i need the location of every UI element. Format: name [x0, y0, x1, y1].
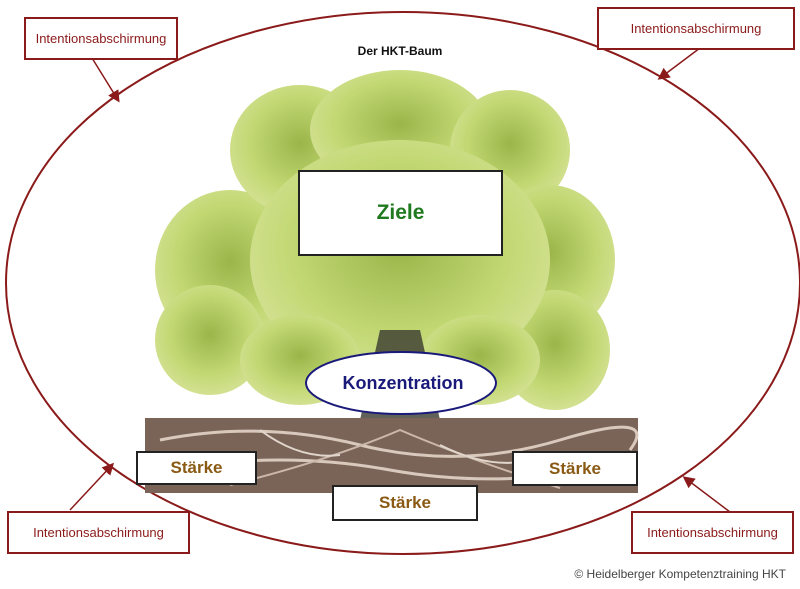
shielding-ellipse — [5, 11, 800, 555]
goals-box: Ziele — [298, 170, 503, 256]
shield-label-bottom-right: Intentionsabschirmung — [631, 511, 794, 554]
strength-box-center: Stärke — [332, 485, 478, 521]
shield-label-bottom-left: Intentionsabschirmung — [7, 511, 190, 554]
konzentration-label: Konzentration — [342, 372, 464, 393]
strength-box-left: Stärke — [136, 451, 257, 485]
arrow-bottom-left — [69, 462, 115, 511]
arrow-top-left — [91, 57, 120, 103]
copyright-text: © Heidelberger Kompetenztraining HKT — [574, 567, 786, 581]
konzentration-ellipse — [305, 351, 497, 415]
shield-label-top-left: Intentionsabschirmung — [24, 17, 178, 60]
diagram-title: Der HKT-Baum — [357, 44, 443, 58]
arrow-bottom-right — [682, 476, 731, 513]
arrow-top-right — [657, 47, 701, 80]
shield-label-top-right: Intentionsabschirmung — [597, 7, 795, 50]
strength-box-right: Stärke — [512, 451, 638, 486]
